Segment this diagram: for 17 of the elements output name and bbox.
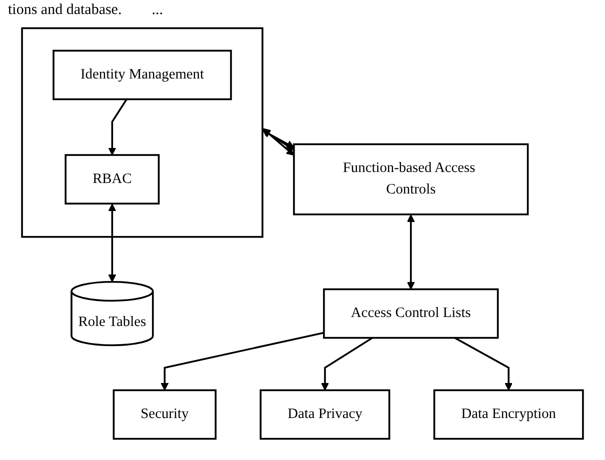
node-box: Data Encryption: [433, 389, 584, 440]
node-box: Access Control Lists: [323, 288, 499, 339]
node-box: Security: [112, 389, 217, 440]
note-text: tions and database.: [8, 2, 122, 19]
node-box: Data Privacy: [260, 389, 390, 440]
arrow: [262, 128, 294, 156]
node-box: Function-based Access Controls: [293, 143, 529, 216]
arrow: [406, 214, 415, 290]
node-box: Identity Management: [52, 50, 232, 100]
node-box: RBAC: [64, 154, 160, 204]
arrow: [108, 204, 116, 282]
arrow: [108, 98, 128, 156]
cluster: [21, 27, 264, 238]
arrow: [454, 337, 513, 391]
note-text: ...: [152, 2, 163, 19]
arrow: [160, 332, 324, 391]
arrow: [321, 337, 373, 391]
